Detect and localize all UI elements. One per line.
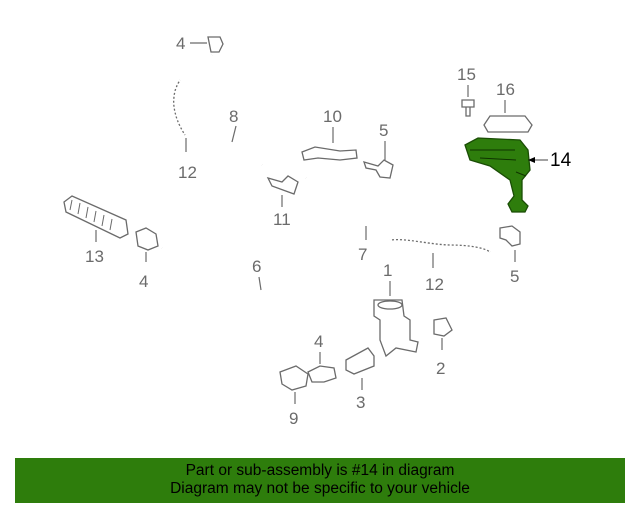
part-7-hose: 7 [305, 176, 501, 264]
parts-diagram: 4 8 12 10 5 11 7 [63, 34, 572, 428]
callout-1: 1 [383, 261, 392, 280]
callout-15: 15 [457, 65, 476, 84]
part-10-connector: 10 [301, 107, 358, 161]
part-9-clip: 9 [279, 365, 309, 428]
part-4-bottom-nozzle: 4 [307, 332, 337, 383]
callout-4-bottom: 4 [314, 332, 323, 351]
callout-14: 14 [550, 150, 572, 171]
callout-4-left: 4 [139, 272, 148, 291]
part-16-cap: 16 [483, 80, 533, 133]
callout-12-right: 12 [425, 275, 444, 294]
part-5-upper-nozzle: 5 [362, 121, 394, 179]
callout-9: 9 [289, 409, 298, 428]
part-3-nozzle-holder: 3 [345, 347, 375, 412]
part-8-hose: 8 [196, 54, 263, 167]
callout-2: 2 [436, 359, 445, 378]
callout-13: 13 [85, 247, 104, 266]
callout-12-left: 12 [178, 163, 197, 182]
part-4-left-nozzle: 4 [135, 227, 159, 291]
part-14-highlighted: 14 [464, 137, 572, 213]
callout-5-right: 5 [510, 267, 519, 286]
notice-line-1: Part or sub-assembly is #14 in diagram [185, 462, 455, 479]
callout-5-upper: 5 [379, 121, 388, 140]
callout-8: 8 [229, 107, 238, 126]
part-4-top-nozzle: 4 [176, 34, 224, 53]
callout-7: 7 [358, 245, 367, 264]
part-11-clip: 11 [266, 175, 299, 229]
notice-banner: Part or sub-assembly is #14 in diagram D… [15, 458, 625, 503]
part-1-washer-pump: 1 [373, 261, 419, 358]
notice-line-2: Diagram may not be specific to your vehi… [170, 479, 470, 497]
callout-6: 6 [252, 257, 261, 276]
part-13-corrugated-boot: 13 [63, 195, 129, 266]
part-15-bolt: 15 [457, 65, 476, 117]
callout-4-top: 4 [176, 34, 185, 53]
part-12-right-corrugated-hose: 12 [389, 236, 492, 294]
part-12-left-corrugated-hose: 12 [170, 78, 197, 182]
callout-16: 16 [496, 80, 515, 99]
callout-3: 3 [356, 393, 365, 412]
callout-10: 10 [323, 107, 342, 126]
part-5-right-nozzle: 5 [499, 225, 521, 286]
part-2-grommet: 2 [433, 317, 453, 378]
part-6-hose: 6 [161, 246, 290, 352]
callout-11: 11 [273, 210, 291, 229]
